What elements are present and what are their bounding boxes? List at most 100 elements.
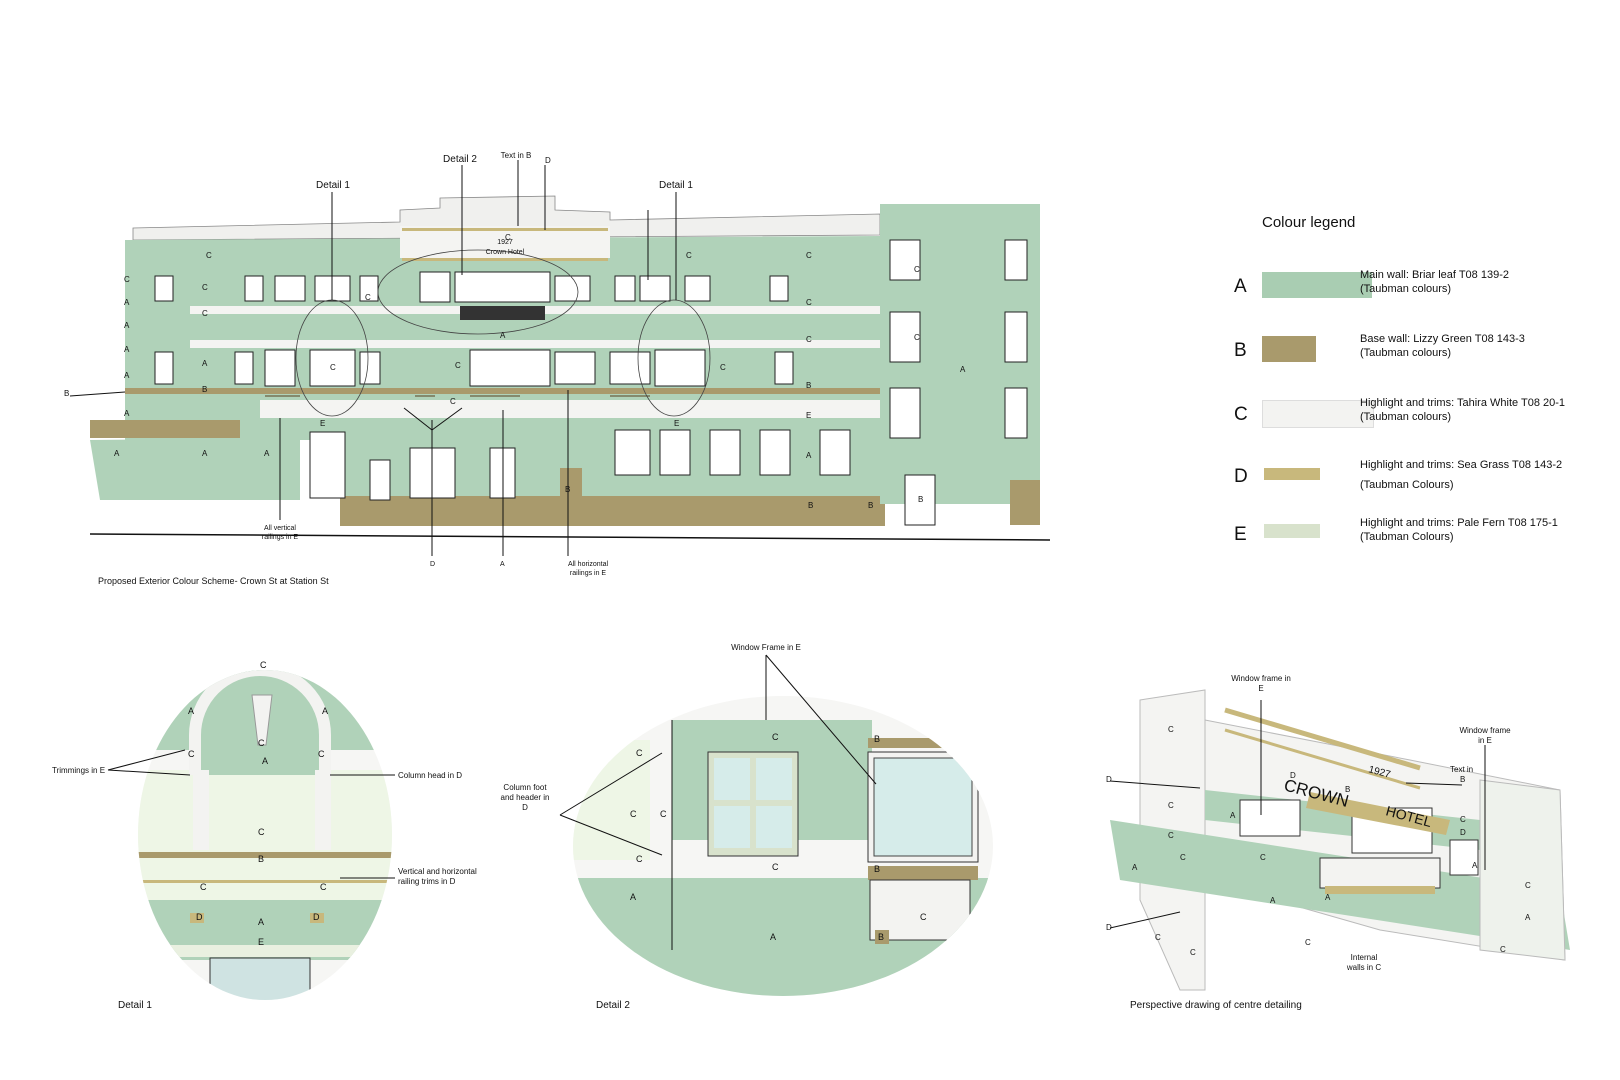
svg-text:A: A [806,451,812,460]
svg-text:C: C [686,251,692,260]
legend-item-d: D Highlight and trims: Sea Grass T08 143… [1234,459,1614,522]
svg-text:A: A [202,359,208,368]
sign-panel [400,226,610,258]
perspective-drawing: CROWN HOTEL 1927 CC CC AC CA CA AC BD DC… [1106,674,1570,1011]
legend-item-a: A Main wall: Briar leaf T08 139-2(Taubma… [1234,269,1614,332]
svg-text:C: C [1460,815,1466,824]
svg-text:B: B [878,932,884,942]
elevation-detail1-left: Detail 1 [316,180,350,191]
perspective-window-right-2: in E [1478,736,1492,745]
elevation-horizontal-railings-1: All horizontal [568,561,609,568]
svg-text:B: B [808,501,813,510]
svg-text:B: B [868,501,873,510]
perspective-window-right [1449,839,1479,876]
svg-text:E: E [674,419,679,428]
legend-swatch-a [1262,272,1372,298]
perspective-window-right-1: Window frame [1459,726,1511,735]
detail1-trimmings: Trimmings in E [52,766,105,775]
detail2-column-foot-2: and header in [501,793,550,802]
legend-swatch-c [1262,400,1374,428]
elevation-vertical-railings-1: All vertical [264,525,296,532]
svg-text:C: C [1168,725,1174,734]
svg-text:C: C [660,809,667,819]
perspective-stripe-2 [1224,728,1421,790]
svg-text:C: C [188,749,195,759]
white-band-2 [190,340,880,348]
right-tower-base [1010,480,1040,525]
legend-swatch-e [1264,524,1320,538]
svg-text:C: C [1525,881,1531,890]
svg-text:B: B [1345,785,1350,794]
legend-text-c: Highlight and trims: Tahira White T08 20… [1360,397,1566,423]
detail2-circle [377,249,579,335]
svg-text:A: A [500,331,506,340]
legend-swatch-d [1264,468,1320,480]
svg-text:C: C [636,748,643,758]
svg-text:C: C [806,251,812,260]
perspective-balcony [1319,857,1441,889]
svg-text:E: E [806,411,811,420]
elevation-sign-name: Crown Hotel [486,249,525,256]
perspective-window-left-2: E [1258,684,1263,693]
svg-text:C: C [720,363,726,372]
perspective-right-block [1479,779,1566,961]
legend-item-e: E Highlight and trims: Pale Fern T08 175… [1234,517,1614,580]
window-group [154,239,1028,526]
elevation-horizontal-railings-2: railings in E [570,570,607,577]
svg-text:C: C [630,809,637,819]
svg-text:C: C [1168,831,1174,840]
legend-item-b: B Base wall: Lizzy Green T08 143-3(Taubm… [1234,333,1614,396]
perspective-leaders [1109,700,1486,929]
svg-text:D: D [196,912,203,922]
legend-letter-e: E [1234,524,1247,545]
elevation-bottom-a: A [500,561,505,568]
perspective-canopy [1306,792,1450,835]
svg-text:A: A [124,409,130,418]
lower-left-wall [90,438,300,500]
detail1-leaders [107,749,395,879]
legend-item-c: C Highlight and trims: Tahira White T08 … [1234,397,1614,460]
legend-text-d: Highlight and trims: Sea Grass T08 143-2… [1360,459,1563,491]
elevation-leaders [69,160,677,556]
perspective-text-in-1: Text in [1450,765,1473,774]
elevation-detail2: Detail 2 [443,154,477,165]
ground-line [89,533,1051,541]
sign-stripe-1 [402,228,608,231]
white-band-3 [260,400,880,418]
elevation-d: D [545,156,551,165]
svg-text:C: C [1260,853,1266,862]
balcony-box [460,306,545,320]
svg-text:C: C [636,854,643,864]
svg-text:B: B [565,485,570,494]
elevation-detail1-right: Detail 1 [659,180,693,191]
legend-title: Colour legend [1262,214,1356,231]
svg-text:C: C [914,333,920,342]
svg-text:A: A [1230,811,1236,820]
svg-text:A: A [1132,863,1138,872]
svg-text:B: B [258,854,264,864]
svg-text:E: E [258,937,264,947]
svg-text:C: C [505,233,511,242]
detail1-column-head: Column head in D [398,771,462,780]
detail1-right-circle [637,299,711,417]
elevation-vertical-railings-2: railings in E [262,534,299,541]
svg-text:D: D [313,912,320,922]
svg-text:A: A [124,345,130,354]
svg-text:A: A [124,371,130,380]
base-band [125,388,885,394]
svg-text:B: B [874,864,880,874]
svg-text:A: A [1325,893,1331,902]
elevation-text-in-b: Text in B [501,151,532,160]
perspective-internal-2: walls in C [1346,963,1381,972]
perspective-stripe-1 [1224,707,1421,771]
svg-text:C: C [202,283,208,292]
svg-text:A: A [114,449,120,458]
svg-text:A: A [258,917,264,927]
svg-text:C: C [920,912,927,922]
detail2-caption: Detail 2 [596,1000,630,1011]
svg-text:C: C [1305,938,1311,947]
base-wall-left [90,420,240,438]
elevation-caption: Proposed Exterior Colour Scheme- Crown S… [98,576,329,586]
svg-text:A: A [1472,861,1478,870]
